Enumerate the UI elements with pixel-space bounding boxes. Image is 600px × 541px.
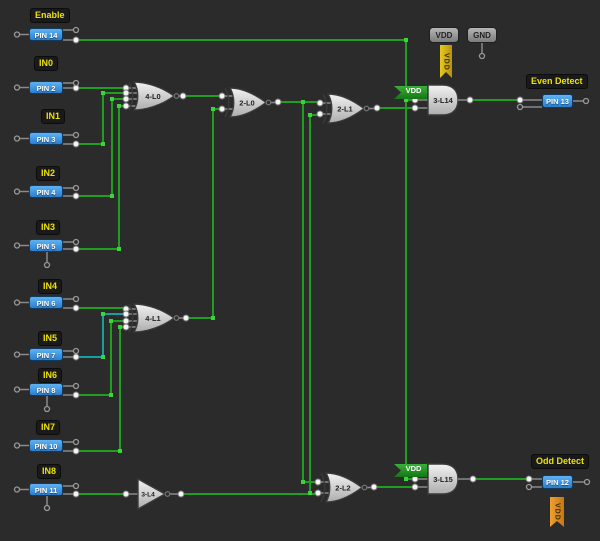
junction xyxy=(110,194,114,198)
pin3-tag-label[interactable]: IN1 xyxy=(41,109,66,124)
wire-4l1-out[interactable] xyxy=(186,108,222,319)
input-pin-10[interactable]: PIN 10 xyxy=(29,439,63,452)
pin4-leads xyxy=(19,187,74,197)
input-pin-14[interactable]: PIN 14 xyxy=(29,28,63,41)
vdd-rail-tag-3l14[interactable]: VDD xyxy=(394,86,427,99)
gate-xor2-2L2[interactable]: 2-L2 xyxy=(318,472,374,503)
input-pin-6[interactable]: PIN 6 xyxy=(29,296,63,309)
wire-in2[interactable] xyxy=(76,98,126,197)
pin2-leads xyxy=(19,82,74,89)
junction xyxy=(118,449,122,453)
pin5-tag-label[interactable]: IN3 xyxy=(36,220,61,235)
pin12-tag-label[interactable]: Odd Detect xyxy=(531,454,590,469)
pin14-tag-label[interactable]: Enable xyxy=(30,8,70,23)
junction xyxy=(117,104,121,108)
junction xyxy=(404,38,408,42)
gate-xor4-4L1[interactable]: 4-L1 xyxy=(126,303,186,333)
gate-buffer-3L4[interactable]: 3-L4 xyxy=(126,477,181,511)
junction xyxy=(118,325,122,329)
pin7-leads xyxy=(19,350,74,358)
input-pin-4[interactable]: PIN 4 xyxy=(29,185,63,198)
junction xyxy=(117,247,121,251)
gate-output-port[interactable] xyxy=(164,491,171,497)
gate-xor4-4L0[interactable]: 4-L0 xyxy=(126,81,183,111)
pin13-leads xyxy=(523,99,583,108)
junction xyxy=(404,477,408,481)
junction xyxy=(101,312,105,316)
junction xyxy=(211,107,215,111)
vdd-flag-top[interactable]: VDD xyxy=(440,45,452,78)
junction xyxy=(101,355,105,359)
gate-label: 4-L0 xyxy=(145,92,160,101)
pin11-tag-label[interactable]: IN8 xyxy=(37,464,62,479)
input-pin-5[interactable]: PIN 5 xyxy=(29,239,63,252)
input-pin-2[interactable]: PIN 2 xyxy=(29,81,63,94)
gate-output-port[interactable] xyxy=(173,93,180,99)
junction xyxy=(101,91,105,95)
wire-in6[interactable] xyxy=(76,320,126,396)
gate-label: 4-L1 xyxy=(145,314,160,323)
junction xyxy=(308,113,312,117)
pin6-leads xyxy=(19,298,74,309)
open-ports[interactable] xyxy=(13,26,591,512)
junction xyxy=(404,98,408,102)
gate-label: 2-L1 xyxy=(337,105,352,114)
pin7-tag-label[interactable]: IN5 xyxy=(38,331,63,346)
gate-xor2-2L1[interactable]: 2-L1 xyxy=(320,93,377,124)
junction xyxy=(308,491,312,495)
pin14-leads xyxy=(19,29,74,41)
junction xyxy=(110,97,114,101)
pin4-tag-label[interactable]: IN2 xyxy=(36,166,61,181)
output-pin-12[interactable]: PIN 12 xyxy=(542,475,573,489)
input-pin-3[interactable]: PIN 3 xyxy=(29,132,63,145)
pin13-tag-label[interactable]: Even Detect xyxy=(526,74,588,89)
pin5-leads xyxy=(19,241,74,250)
input-pin-11[interactable]: PIN 11 xyxy=(29,483,63,496)
pin6-tag-label[interactable]: IN4 xyxy=(38,279,63,294)
vdd-rail-tag-3l15[interactable]: VDD xyxy=(394,464,427,477)
gate-label: 2-L0 xyxy=(239,99,254,108)
junction-group xyxy=(101,38,408,495)
junction xyxy=(101,142,105,146)
gate-output-port[interactable] xyxy=(361,484,368,491)
gate-output-port[interactable] xyxy=(363,105,370,112)
wire-in3[interactable] xyxy=(76,105,126,250)
pin10-tag-label[interactable]: IN7 xyxy=(36,420,61,435)
input-pin-7[interactable]: PIN 7 xyxy=(29,348,63,361)
connection-dots xyxy=(72,36,533,498)
gate-label: 3-L14 xyxy=(433,96,453,105)
junction xyxy=(211,316,215,320)
lead-group xyxy=(19,29,584,505)
gate-label: 3-L15 xyxy=(433,475,453,484)
gate-label: 3-L4 xyxy=(141,492,155,499)
pin10-leads xyxy=(19,441,74,452)
output-pin-13[interactable]: PIN 13 xyxy=(542,94,573,108)
gnd-supply-box[interactable]: GND xyxy=(467,27,497,43)
pin3-leads xyxy=(19,134,74,145)
junction xyxy=(301,480,305,484)
junction xyxy=(301,100,305,104)
gate-xor2-2L0[interactable]: 2-L0 xyxy=(222,87,278,118)
wire-in1[interactable] xyxy=(76,92,126,145)
pin8-leads xyxy=(19,385,74,396)
wire-in5-teal[interactable] xyxy=(76,313,126,358)
junction xyxy=(109,393,113,397)
vdd-supply-box[interactable]: VDD xyxy=(429,27,459,43)
gate-output-port[interactable] xyxy=(173,315,180,321)
gate-and3-3L15[interactable]: 3-L15 xyxy=(415,463,473,495)
gate-label: 2-L2 xyxy=(335,484,350,493)
pin12-leads xyxy=(532,478,584,488)
pin2-tag-label[interactable]: IN0 xyxy=(34,56,59,71)
vdd-flag-pin12[interactable]: VDD xyxy=(550,497,564,527)
pin8-tag-label[interactable]: IN6 xyxy=(38,368,63,383)
input-pin-8[interactable]: PIN 8 xyxy=(29,383,63,396)
wire-in7[interactable] xyxy=(76,326,126,452)
wire-enable-net[interactable] xyxy=(76,39,414,480)
gate-output-port[interactable] xyxy=(265,99,272,106)
junction xyxy=(109,319,113,323)
wire-3l4-out-branch[interactable] xyxy=(309,114,320,493)
pin11-leads xyxy=(19,485,74,495)
